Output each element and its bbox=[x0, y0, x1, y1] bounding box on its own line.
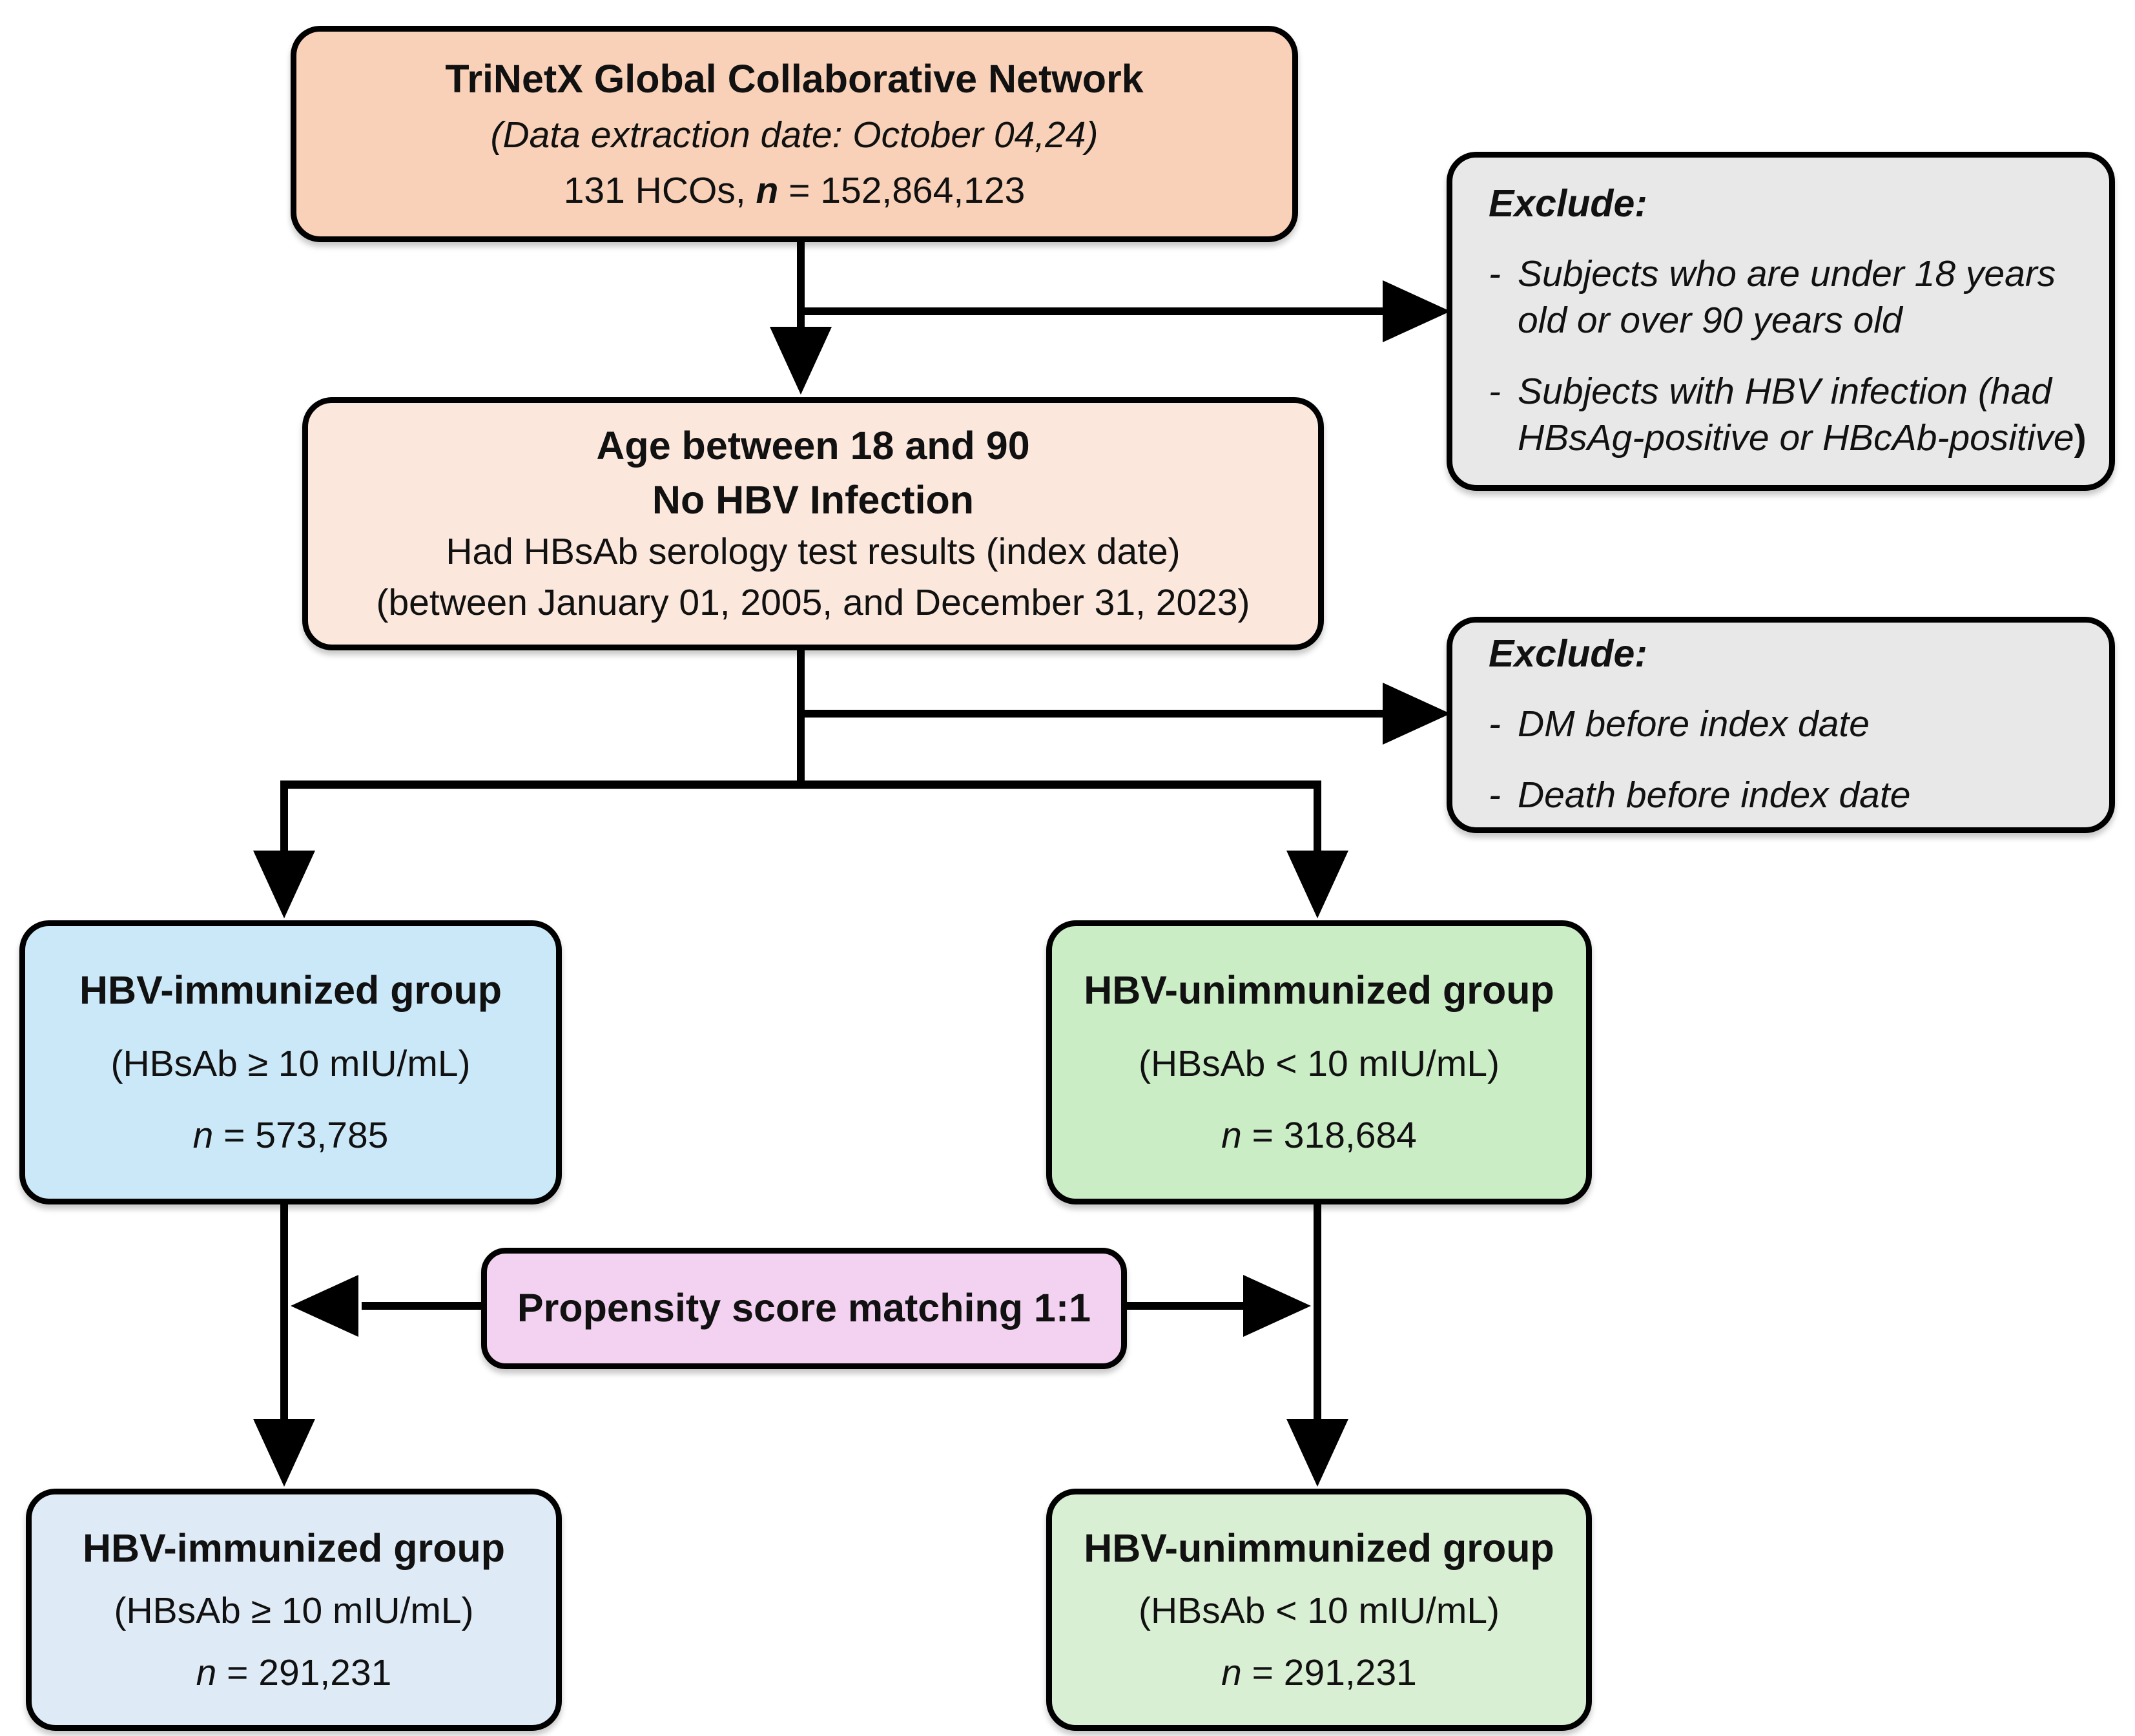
bullet-dash: - bbox=[1489, 370, 1501, 412]
n-symbol: n bbox=[1221, 1115, 1242, 1157]
group-count: n = 318,684 bbox=[1221, 1115, 1417, 1157]
group-title: HBV-immunized group bbox=[82, 1525, 506, 1570]
network-box: TriNetX Global Collaborative Network (Da… bbox=[291, 26, 1298, 242]
group-criteria: (HBsAb ≥ 10 mIU/mL) bbox=[110, 1042, 471, 1084]
exclude-box-mid: Exclude: - DM before index date - Death … bbox=[1447, 617, 2115, 833]
eligibility-serology-line: Had HBsAb serology test results (index d… bbox=[446, 531, 1181, 573]
eligibility-age-line: Age between 18 and 90 bbox=[596, 424, 1030, 468]
n-symbol: n bbox=[196, 1651, 217, 1693]
bullet-dash: - bbox=[1489, 253, 1501, 295]
matched-immunized-group-box: HBV-immunized group (HBsAb ≥ 10 mIU/mL) … bbox=[26, 1489, 562, 1731]
exclude-heading: Exclude: bbox=[1489, 182, 1647, 225]
group-title: HBV-unimmunized group bbox=[1084, 1525, 1554, 1570]
exclude-box-top: Exclude: - Subjects who are under 18 yea… bbox=[1447, 152, 2115, 491]
exclude-item: - Death before index date bbox=[1489, 772, 1910, 819]
group-title: HBV-unimmunized group bbox=[1084, 968, 1554, 1013]
n-symbol: n bbox=[192, 1115, 214, 1157]
matched-unimmunized-group-box: HBV-unimmunized group (HBsAb < 10 mIU/mL… bbox=[1046, 1489, 1592, 1731]
network-extraction-date: (Data extraction date: October 04,24) bbox=[490, 114, 1098, 156]
group-title: HBV-immunized group bbox=[79, 968, 502, 1013]
eligibility-box: Age between 18 and 90 No HBV Infection H… bbox=[302, 397, 1324, 650]
eligibility-date-range-line: (between January 01, 2005, and December … bbox=[376, 582, 1250, 624]
network-title: TriNetX Global Collaborative Network bbox=[445, 56, 1144, 101]
group-count: n = 573,785 bbox=[192, 1115, 389, 1157]
exclude-heading: Exclude: bbox=[1489, 632, 1647, 676]
psm-box: Propensity score matching 1:1 bbox=[481, 1248, 1127, 1369]
group-criteria: (HBsAb < 10 mIU/mL) bbox=[1138, 1042, 1500, 1084]
arrowheads bbox=[253, 280, 1450, 1487]
group-criteria: (HBsAb < 10 mIU/mL) bbox=[1138, 1590, 1500, 1632]
unimmunized-group-box: HBV-unimmunized group (HBsAb < 10 mIU/mL… bbox=[1046, 920, 1592, 1204]
n-symbol: n bbox=[756, 169, 779, 211]
bullet-dash: - bbox=[1489, 703, 1501, 745]
network-count: 131 HCOs, n = 152,864,123 bbox=[563, 169, 1026, 211]
psm-label: Propensity score matching 1:1 bbox=[517, 1286, 1091, 1330]
eligibility-no-hbv-line: No HBV Infection bbox=[652, 477, 975, 522]
exclude-item: - Subjects with HBV infection (had HBsAg… bbox=[1489, 369, 2087, 462]
exclude-item: - DM before index date bbox=[1489, 701, 1870, 748]
n-symbol: n bbox=[1221, 1651, 1242, 1693]
group-count: n = 291,231 bbox=[196, 1651, 392, 1693]
group-count: n = 291,231 bbox=[1221, 1651, 1417, 1693]
group-criteria: (HBsAb ≥ 10 mIU/mL) bbox=[114, 1590, 474, 1632]
exclude-item: - Subjects who are under 18 years old or… bbox=[1489, 251, 2087, 344]
immunized-group-box: HBV-immunized group (HBsAb ≥ 10 mIU/mL) … bbox=[19, 920, 562, 1204]
bullet-dash: - bbox=[1489, 774, 1501, 816]
